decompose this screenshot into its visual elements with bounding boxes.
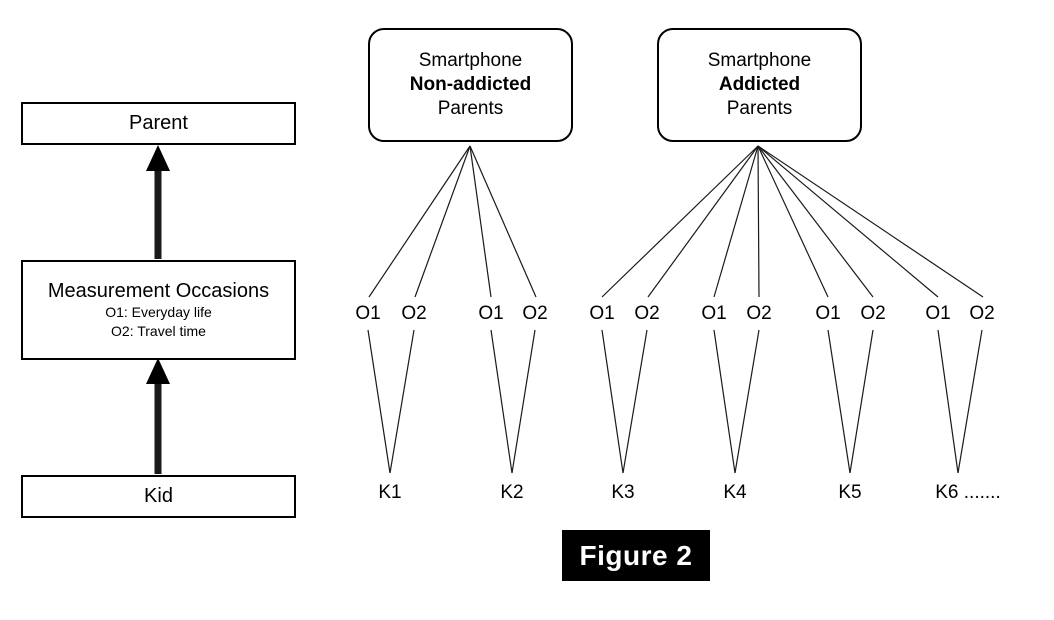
occasion-label-5: O1 (589, 303, 615, 324)
occasion-label-4: O2 (522, 303, 548, 324)
kid-label-2: K2 (500, 482, 524, 503)
level-box-parent: Parent (21, 102, 296, 145)
occasion-label-6: O2 (634, 303, 660, 324)
group-box-non-addicted-parents: Smartphone Non-addicted Parents (368, 28, 573, 142)
v-connector-k4 (713, 329, 760, 474)
figure-caption-banner: Figure 2 (562, 530, 710, 581)
level-box-measurement-line2: O2: Travel time (111, 322, 206, 339)
level-box-kid: Kid (21, 475, 296, 518)
level-box-measurement-title: Measurement Occasions (47, 279, 270, 302)
arrow-kid-to-measurement (146, 358, 170, 474)
kid-label-3: K3 (611, 482, 635, 503)
occasion-label-9: O1 (815, 303, 841, 324)
group-non-addicted-line1: Smartphone (418, 49, 523, 71)
group-addicted-line3: Parents (726, 98, 793, 120)
v-connector-k6 (937, 329, 983, 474)
level-box-measurement-line1: O1: Everyday life (105, 303, 212, 320)
group-non-addicted-line2: Non-addicted (409, 73, 532, 95)
v-connector-k1 (367, 329, 415, 474)
occasion-label-7: O1 (701, 303, 727, 324)
kid-label-4: K4 (723, 482, 747, 503)
occasion-label-11: O1 (925, 303, 951, 324)
level-box-kid-title: Kid (144, 485, 173, 507)
group-addicted-line2: Addicted (718, 73, 801, 95)
level-box-measurement-occasions: Measurement Occasions O1: Everyday life … (21, 260, 296, 360)
v-connector-k5 (827, 329, 874, 474)
group-box-addicted-parents: Smartphone Addicted Parents (657, 28, 862, 142)
occasion-label-12: O2 (969, 303, 995, 324)
occasion-label-1: O1 (355, 303, 381, 324)
arrow-measurement-to-parent (146, 145, 170, 259)
kid-label-1: K1 (378, 482, 402, 503)
group-non-addicted-line3: Parents (437, 98, 504, 120)
occasion-label-8: O2 (746, 303, 772, 324)
occasion-label-10: O2 (860, 303, 886, 324)
occasion-label-2: O2 (401, 303, 427, 324)
kid-label-5: K5 (838, 482, 862, 503)
level-box-parent-title: Parent (129, 112, 188, 134)
kid-label-6: K6 ....... (935, 482, 1001, 503)
fan-nonaddicted-to-occasions (368, 145, 537, 298)
occasion-label-3: O1 (478, 303, 504, 324)
v-connector-k2 (490, 329, 536, 474)
v-connector-k3 (601, 329, 648, 474)
fan-addicted-to-occasions (601, 145, 984, 298)
group-addicted-line1: Smartphone (707, 49, 812, 71)
